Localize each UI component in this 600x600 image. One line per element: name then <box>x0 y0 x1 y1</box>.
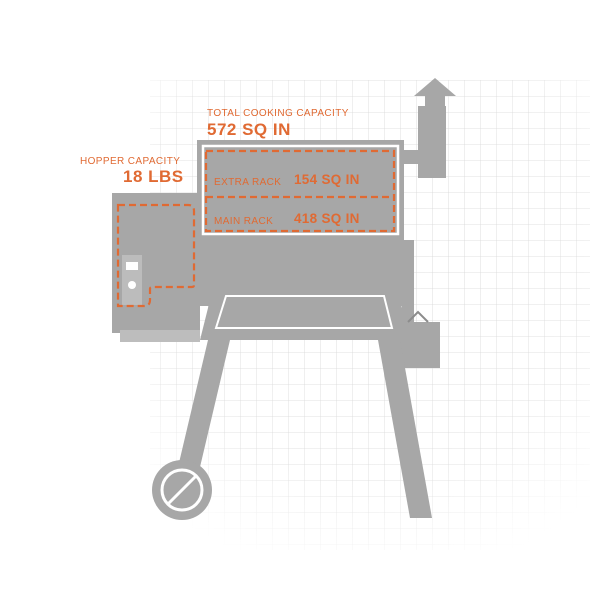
chimney-neck <box>425 96 445 106</box>
main-rack-value: 418 SQ IN <box>294 211 360 226</box>
hopper-capacity-label: HOPPER CAPACITY <box>80 156 180 167</box>
hopper-base <box>120 330 200 342</box>
front-shelf <box>200 292 410 340</box>
controller-knob <box>128 281 136 289</box>
hopper-capacity-value: 18 LBS <box>123 168 184 186</box>
controller-display <box>126 262 138 270</box>
total-capacity-value: 572 SQ IN <box>207 121 291 139</box>
control-panel <box>122 255 142 305</box>
total-capacity-label: TOTAL COOKING CAPACITY <box>207 108 349 119</box>
wheel-icon <box>152 460 212 520</box>
side-pipe <box>402 240 414 326</box>
chimney-pipe <box>418 106 446 178</box>
extra-rack-value: 154 SQ IN <box>294 172 360 187</box>
main-rack-label: MAIN RACK <box>214 216 273 227</box>
extra-rack-label: EXTRA RACK <box>214 177 281 188</box>
